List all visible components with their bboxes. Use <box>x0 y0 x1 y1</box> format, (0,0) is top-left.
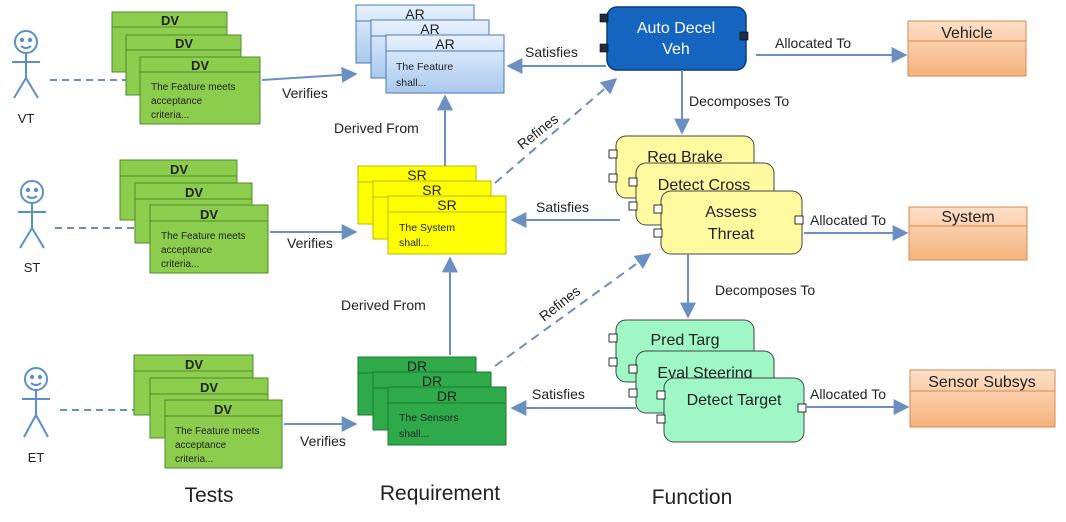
ar-stack: AR AR AR The Feature shall... <box>355 4 505 94</box>
relation-arrows <box>261 47 910 432</box>
actor-st-label: ST <box>24 260 41 275</box>
dv-tag: DV <box>170 162 188 177</box>
allocation-system: System <box>908 206 1028 261</box>
dv-text: The Feature meets <box>151 82 235 93</box>
dv-text: The Feature meets <box>175 426 259 437</box>
assess-threat-label: Threat <box>708 226 755 243</box>
req-brake-label: Req Brake <box>647 149 723 166</box>
dv-tag: DV <box>161 13 179 28</box>
dv-tag: DV <box>200 207 218 222</box>
dv-text: criteria... <box>151 110 189 121</box>
satisfies-label: Satisfies <box>532 386 585 402</box>
function-stack-yellow: Req Brake Detect Cross Assess Threat <box>615 135 803 255</box>
detect-target-label: Detect Target <box>687 392 782 409</box>
dr-tag: DR <box>407 358 427 374</box>
assess-threat-label: Assess <box>705 204 757 221</box>
dv-tag: DV <box>185 185 203 200</box>
actor-vt-label: VT <box>18 111 35 126</box>
function-auto-decel-veh: Auto Decel Veh <box>606 6 747 71</box>
allocated-to-label: Allocated To <box>810 212 886 228</box>
column-heading-tests: Tests <box>184 484 233 507</box>
auto-decel-label: Auto Decel <box>637 20 715 37</box>
verifies-label: Verifies <box>282 85 328 101</box>
detect-cross-label: Detect Cross <box>658 177 750 194</box>
ar-text: shall... <box>396 77 426 89</box>
actor-st <box>18 180 46 249</box>
sr-text: The System <box>399 222 455 234</box>
dv-tag: DV <box>175 36 193 51</box>
verifies-label: Verifies <box>287 235 333 251</box>
dv-tag: DV <box>214 402 232 417</box>
port-icons <box>599 13 749 53</box>
ar-tag: AR <box>420 21 439 37</box>
vehicle-label: Vehicle <box>941 25 993 42</box>
dr-tag: DR <box>422 373 442 389</box>
function-stack-green: Pred Targ Eval Steering Detect Target <box>615 319 805 443</box>
allocation-sensor-subsys: Sensor Subsys <box>909 369 1056 428</box>
dv-text: acceptance <box>175 440 227 451</box>
allocation-vehicle: Vehicle <box>907 20 1027 77</box>
ar-tag: AR <box>405 6 424 22</box>
satisfies-label: Satisfies <box>536 199 589 215</box>
port-icons <box>608 333 807 424</box>
sr-tag: SR <box>407 167 426 183</box>
allocated-to-label: Allocated To <box>810 386 886 402</box>
actor-associations <box>50 79 160 411</box>
sensor-subsys-label: Sensor Subsys <box>928 374 1036 391</box>
sr-tag: SR <box>437 197 456 213</box>
derived-from-label: Derived From <box>341 297 426 313</box>
decomposes-to-label: Decomposes To <box>689 93 789 109</box>
sr-stack: SR SR SR The System shall... <box>357 165 507 255</box>
pred-targ-label: Pred Targ <box>650 332 719 349</box>
system-label: System <box>941 209 994 226</box>
dv-text: criteria... <box>175 454 213 465</box>
decomposes-to-label: Decomposes To <box>715 282 815 298</box>
dv-text: acceptance <box>161 245 213 256</box>
satisfies-label: Satisfies <box>525 44 578 60</box>
ar-text: The Feature <box>396 61 453 73</box>
dr-text: The Sensors <box>399 412 459 424</box>
actor-et-label: ET <box>28 450 45 465</box>
dv-tag: DV <box>191 58 209 73</box>
ar-tag: AR <box>435 36 454 52</box>
dv-text: acceptance <box>151 96 203 107</box>
actor-vt <box>12 30 40 99</box>
dv-stack-vt: DV DV DV The Feature meets acceptance cr… <box>111 11 261 125</box>
dr-tag: DR <box>437 388 457 404</box>
dv-stack-et: DV DV DV The Feature meets acceptance cr… <box>133 354 283 469</box>
auto-decel-label: Veh <box>662 41 690 58</box>
column-heading-requirement: Requirement <box>380 482 500 505</box>
dv-text: The Feature meets <box>161 231 245 242</box>
dr-stack: DR DR DR The Sensors shall... <box>357 356 507 446</box>
dv-stack-st: DV DV DV The Feature meets acceptance cr… <box>119 159 269 274</box>
allocated-to-label: Allocated To <box>775 35 851 51</box>
sr-tag: SR <box>422 182 441 198</box>
dv-tag: DV <box>185 357 203 372</box>
port-icons <box>608 149 804 238</box>
dv-tag: DV <box>200 380 218 395</box>
verifies-label: Verifies <box>300 433 346 449</box>
dv-text: criteria... <box>161 259 199 270</box>
actor-et <box>22 367 50 438</box>
column-heading-function: Function <box>652 486 733 509</box>
sr-text: shall... <box>399 237 429 249</box>
dr-text: shall... <box>399 428 429 440</box>
derived-from-label: Derived From <box>334 120 419 136</box>
